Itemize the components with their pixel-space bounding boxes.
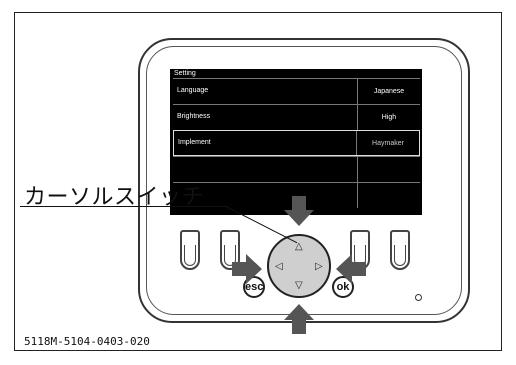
right-arrow-icon[interactable]: ▷ xyxy=(315,261,323,272)
settings-row-language[interactable]: Language Japanese xyxy=(173,78,420,104)
row-label: Implement xyxy=(178,139,211,146)
row-value: Japanese xyxy=(357,79,420,104)
row-value xyxy=(357,183,420,208)
indicator-led xyxy=(415,294,422,301)
callout-label: カーソルスイッチ xyxy=(24,185,205,210)
settings-list: Language Japanese Brightness High Implem… xyxy=(173,78,420,208)
row-value: Haymaker xyxy=(356,131,419,155)
row-value xyxy=(357,157,420,182)
up-arrow-icon[interactable]: △ xyxy=(295,241,303,252)
row-value: High xyxy=(357,105,420,130)
function-button-2[interactable] xyxy=(220,230,240,270)
lcd-screen: Setting Language Japanese Brightness Hig… xyxy=(170,69,422,215)
row-label: Language xyxy=(177,87,209,94)
callout-underline xyxy=(20,206,228,207)
settings-row-brightness[interactable]: Brightness High xyxy=(173,104,420,130)
figure-code: 5118M-5104-0403-020 xyxy=(24,335,150,348)
cursor-switch[interactable]: △ ▽ ◁ ▷ xyxy=(267,234,331,298)
arrow-left-icon xyxy=(336,254,366,284)
function-button-4[interactable] xyxy=(390,230,410,270)
function-button-1[interactable] xyxy=(180,230,200,270)
arrow-right-icon xyxy=(232,254,262,284)
screen-title: Setting xyxy=(174,70,196,77)
settings-row-implement[interactable]: Implement Haymaker xyxy=(173,130,420,156)
row-label: Brightness xyxy=(177,113,211,120)
ok-button[interactable]: ok xyxy=(332,276,354,298)
arrow-down-icon xyxy=(284,196,314,226)
settings-row-empty[interactable] xyxy=(173,182,420,208)
down-arrow-icon[interactable]: ▽ xyxy=(295,280,303,291)
arrow-up-icon xyxy=(284,304,314,334)
settings-row-empty[interactable] xyxy=(173,156,420,182)
left-arrow-icon[interactable]: ◁ xyxy=(275,261,283,272)
